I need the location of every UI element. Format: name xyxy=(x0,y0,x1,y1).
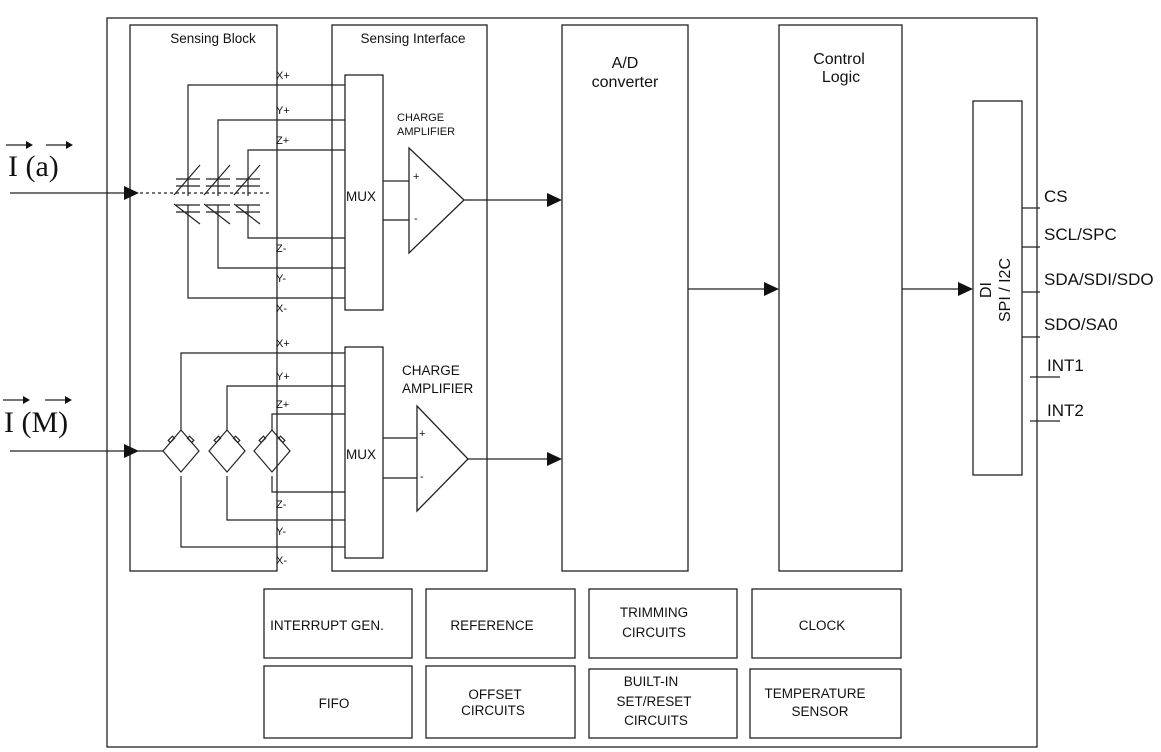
sensing-interface-title: Sensing Interface xyxy=(360,31,465,46)
mux-bottom xyxy=(344,346,384,559)
axis-top-z-minus: Z- xyxy=(276,243,287,255)
control-logic-title-line1: Control xyxy=(813,51,865,68)
interrupt-gen-label: INTERRUPT GEN. xyxy=(270,618,384,633)
digital-interface-label-line1: DI xyxy=(978,282,995,298)
pin-sdo-sa0: SDO/SA0 xyxy=(1044,315,1118,334)
interrupt-gen-block xyxy=(263,588,413,659)
clock-label: CLOCK xyxy=(799,618,846,633)
axis-bottom-z-plus: Z+ xyxy=(276,399,289,411)
axis-top-z-plus: Z+ xyxy=(276,135,289,147)
input-accel-arrow xyxy=(124,186,139,200)
fifo-block xyxy=(263,665,413,739)
builtin-label-line3: CIRCUITS xyxy=(624,713,688,728)
offset-circuits-block xyxy=(425,665,576,739)
input-mag-vector-arrows xyxy=(3,396,72,404)
mux-top-label: MUX xyxy=(346,189,376,204)
adc-title-line1: A/D xyxy=(612,55,639,72)
amp-top-minus: - xyxy=(414,213,418,225)
axis-top-x-plus: X+ xyxy=(276,70,290,82)
trimming-label-line1: TRIMMING xyxy=(620,605,688,620)
input-accel-vector-arrows xyxy=(6,141,73,149)
amp-bottom-plus: + xyxy=(419,428,425,440)
axis-bottom-x-plus: X+ xyxy=(276,338,290,350)
axis-bottom-y-minus: Y- xyxy=(276,526,286,538)
builtin-label-line1: BUILT-IN xyxy=(624,674,679,689)
amp-bottom-to-adc-arrow xyxy=(547,452,562,466)
pin-scl-spc: SCL/SPC xyxy=(1044,225,1117,244)
amp-bottom-label-line2: AMPLIFIER xyxy=(402,381,474,396)
trimming-circuits-block xyxy=(588,588,738,659)
fifo-label: FIFO xyxy=(319,696,350,711)
trimming-label-line2: CIRCUITS xyxy=(622,625,686,640)
input-mag-arrow xyxy=(124,444,139,458)
amp-bottom-triangle xyxy=(416,404,469,513)
axis-top-y-plus: Y+ xyxy=(276,105,290,117)
pin-sda-sdi-sdo: SDA/SDI/SDO xyxy=(1044,270,1154,289)
digital-interface-block xyxy=(972,100,1023,476)
reference-block xyxy=(425,588,576,659)
axis-bottom-z-minus: Z- xyxy=(276,499,287,511)
control-logic-title-line2: Logic xyxy=(822,69,860,86)
pin-int1: INT1 xyxy=(1047,356,1084,375)
temperature-label-line2: SENSOR xyxy=(791,704,848,719)
offset-label-line2: CIRCUITS xyxy=(461,703,525,718)
amp-top-triangle xyxy=(408,146,465,255)
reference-label: REFERENCE xyxy=(450,618,533,633)
sensing-block-title: Sensing Block xyxy=(170,31,256,46)
amp-top-label-line1: CHARGE xyxy=(397,112,444,124)
control-to-di-arrow xyxy=(958,282,973,296)
control-logic-block xyxy=(778,24,903,572)
axis-top-x-minus: X- xyxy=(276,303,287,315)
input-mag-label: I (M) xyxy=(4,406,68,439)
builtin-label-line2: SET/RESET xyxy=(616,694,691,709)
amp-bottom-label-line1: CHARGE xyxy=(402,363,460,378)
temperature-sensor-block xyxy=(749,668,902,739)
accel-capacitor-array xyxy=(140,164,270,225)
amp-top-label-line2: AMPLIFIER xyxy=(397,126,455,138)
builtin-set-reset-block xyxy=(588,668,738,739)
amp-top-to-adc-arrow xyxy=(547,193,562,207)
amp-top-plus: + xyxy=(413,171,419,183)
temperature-label-line1: TEMPERATURE xyxy=(764,686,865,701)
pin-cs: CS xyxy=(1044,187,1068,206)
axis-top-y-minus: Y- xyxy=(276,273,286,285)
clock-block xyxy=(751,588,902,659)
digital-interface-label-line2: SPI / I2C xyxy=(997,258,1014,322)
mag-bridge-array xyxy=(162,429,291,473)
input-accel-label: I (a) xyxy=(8,150,59,183)
mux-top xyxy=(344,74,384,311)
adc-to-control-arrow xyxy=(764,282,779,296)
pin-int2: INT2 xyxy=(1047,401,1084,420)
adc-title-line2: converter xyxy=(592,74,659,91)
amp-bottom-minus: - xyxy=(420,471,424,483)
axis-bottom-x-minus: X- xyxy=(276,555,287,567)
offset-label-line1: OFFSET xyxy=(468,687,521,702)
mux-bottom-label: MUX xyxy=(346,447,376,462)
pin-stubs xyxy=(1022,207,1060,422)
axis-bottom-y-plus: Y+ xyxy=(276,371,290,383)
adc-block xyxy=(561,24,689,572)
